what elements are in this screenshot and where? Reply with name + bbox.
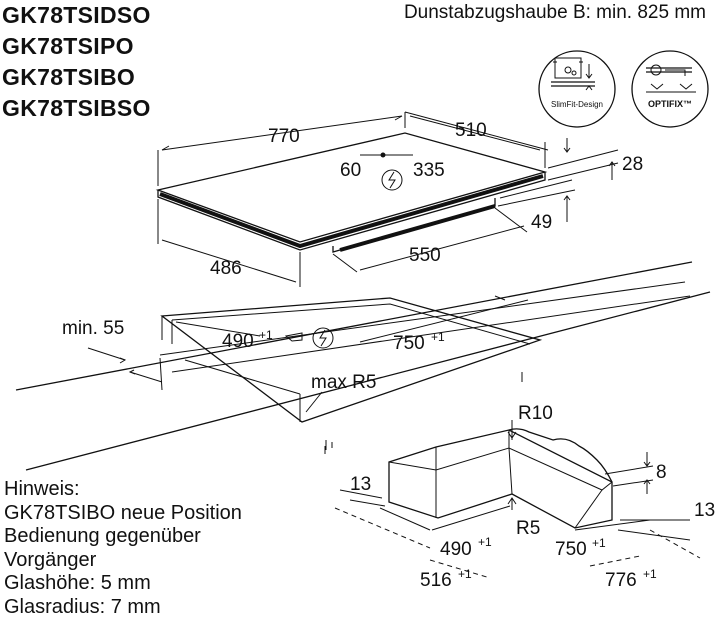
note-line: Bedienung gegenüber [4,525,201,547]
dim-connection-offset: 335 [413,160,445,181]
detail-tolerance: +1 [643,567,657,581]
detail-tolerance: +1 [458,567,472,581]
note-line: GK78TSIBO neue Position [4,501,242,524]
mounting-icon [646,64,696,93]
dim-box-height: 49 [531,212,552,233]
extractor-hood-note: Dunstabzugshaube B: min. 825 mm [403,2,706,23]
detail-tolerance: +1 [478,535,492,549]
radius-10: R10 [518,403,553,424]
model-list: GK78TSIDSO GK78TSIPO GK78TSIBO GK78TSIBS… [2,0,151,124]
radius-5: R5 [516,518,540,539]
note-line: Glashöhe: 5 mm [4,572,151,594]
model-name: GK78TSIPO [2,33,134,59]
hob-drawing: 770 510 60 335 28 49 550 486 [155,111,643,287]
cutout-radius: max R5 [311,372,376,393]
optifix-label: OPTIFIX™ [648,99,692,109]
cutout-width: 750 [393,333,425,354]
dim-width: 770 [268,126,300,147]
margin-13-right: 13 [694,500,715,521]
slimfit-label: SlimFit-Design [551,100,603,109]
optifix-badge: OPTIFIX™ [631,50,709,128]
dim-box-width: 550 [409,245,441,266]
cutout-tolerance: +1 [431,330,445,344]
dim-box-depth: 486 [210,258,242,279]
detail-outer-depth: 516 [420,570,452,591]
detail-tolerance: +1 [592,536,606,550]
flush-detail-drawing: R10 R5 8 13 13 490 +1 750 +1 516 +1 776 … [334,403,715,591]
detail-cut-depth: 490 [440,539,472,560]
note-line: Vorgänger [4,548,97,571]
slimfit-badge: SlimFit-Design [538,50,616,128]
margin-13-left: 13 [350,474,371,495]
installation-notes: Hinweis: GK78TSIBO neue Position Bedienu… [4,478,242,619]
dim-height: 28 [622,154,643,175]
model-name: GK78TSIDSO [2,2,151,28]
note-line: Glasradius: 7 mm [4,595,161,618]
pot-icon [551,57,595,91]
detail-outer-width: 776 [605,570,637,591]
min-wall-distance: min. 55 [62,318,124,339]
power-connection-icon [381,169,403,191]
depth-8: 8 [656,462,667,483]
cutout-drawing: min. 55 490 +1 750 +1 max R5 [15,261,711,471]
power-connection-icon [312,327,334,349]
cutout-depth: 490 [222,331,254,352]
cutout-tolerance: +1 [259,328,273,342]
detail-cut-width: 750 [555,539,587,560]
dim-left-offset: 60 [340,160,361,181]
model-name: GK78TSIBSO [2,95,151,121]
note-line: Hinweis: [4,478,80,500]
model-name: GK78TSIBO [2,64,136,90]
dim-depth: 510 [455,120,487,141]
